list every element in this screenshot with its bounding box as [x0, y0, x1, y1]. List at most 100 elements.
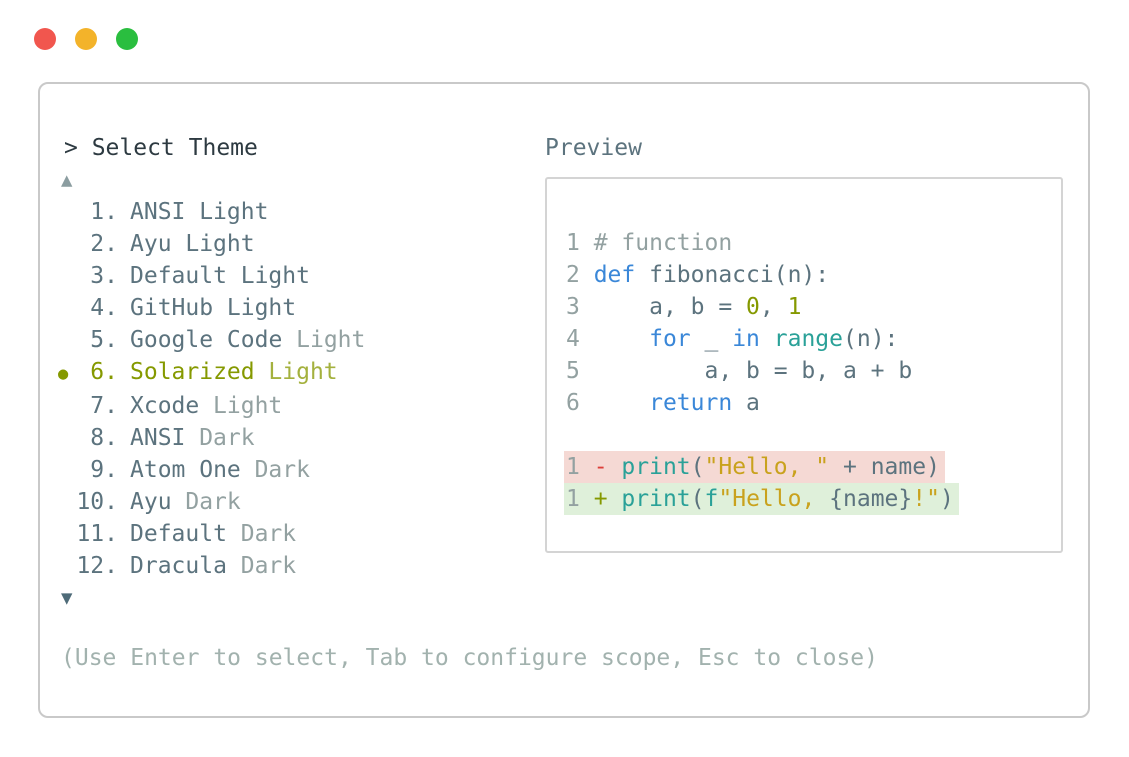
diff-highlight: 1 - print("Hello, " + name) — [564, 451, 945, 483]
theme-name: Ayu — [130, 231, 172, 257]
theme-number: 4. — [90, 295, 118, 321]
diff-block: 1 - print("Hello, " + name)1 + print(f"H… — [564, 451, 1061, 515]
code-token: 6 — [566, 390, 594, 416]
code-token: !" — [912, 486, 940, 512]
code-token: 2 — [566, 262, 594, 288]
theme-name: Google Code — [130, 327, 283, 353]
theme-number: 1. — [90, 199, 118, 225]
code-token: def — [593, 262, 636, 288]
code-token — [594, 326, 649, 352]
scroll-up-icon[interactable]: ▲ — [61, 169, 73, 191]
code-token: , — [759, 294, 788, 320]
theme-variant: Dark — [240, 553, 297, 579]
code-line: 1 # function — [566, 227, 1061, 259]
diff-removed-line: 1 - print("Hello, " + name) — [564, 451, 1061, 483]
theme-number: 9. — [90, 457, 118, 483]
code-line: 4 for _ in range(n): — [566, 323, 1061, 355]
code-token: + name) — [829, 454, 940, 480]
code-token: "Hello, " — [704, 454, 830, 480]
code-token: 1 — [566, 486, 594, 512]
code-token: 0 — [746, 294, 760, 320]
theme-list-item[interactable]: 4. GitHub Light — [58, 292, 534, 324]
diff-highlight: 1 + print(f"Hello, {name}!") — [564, 483, 959, 515]
theme-variant: Light — [296, 327, 366, 353]
code-token: 1 — [787, 294, 802, 320]
code-token: range — [773, 326, 843, 352]
code-line: 3 a, b = 0, 1 — [566, 291, 1061, 323]
code-token: {name} — [829, 486, 913, 512]
preview-heading: Preview — [545, 135, 642, 161]
code-token: 3 — [566, 294, 594, 320]
scroll-down-icon[interactable]: ▼ — [61, 587, 73, 609]
close-button[interactable] — [34, 28, 56, 50]
code-token: 1 — [566, 454, 594, 480]
theme-variant: Light — [185, 231, 255, 257]
theme-number: 11. — [76, 521, 118, 547]
theme-number: 7. — [90, 393, 118, 419]
theme-variant: Light — [226, 295, 297, 321]
theme-name: Default — [130, 521, 227, 547]
code-token: f — [704, 486, 719, 512]
code-token: a, b = b, a + b — [593, 358, 913, 384]
code-token: ( — [690, 454, 705, 480]
theme-list-item[interactable]: 10. Ayu Dark — [58, 486, 534, 518]
theme-number: 6. — [90, 359, 118, 385]
theme-list-item[interactable]: 8. ANSI Dark — [58, 422, 534, 454]
blank-line — [566, 419, 1061, 451]
theme-number: 10. — [76, 489, 118, 515]
theme-name: Xcode — [130, 393, 200, 419]
theme-name: ANSI — [130, 425, 186, 451]
theme-name: Ayu — [130, 489, 172, 515]
code-token: "Hello, — [718, 486, 830, 512]
code-line: 5 a, b = b, a + b — [566, 355, 1061, 387]
theme-list-item[interactable]: 5. Google Code Light — [58, 324, 534, 356]
code-token: _ — [690, 326, 733, 352]
code-line: 6 return a — [566, 387, 1061, 419]
code-token: in — [732, 326, 760, 352]
code-token: - — [593, 454, 608, 480]
theme-number: 3. — [90, 263, 118, 289]
code-token: 1 — [566, 230, 594, 256]
code-token: a — [732, 390, 760, 416]
code-token: (n): — [843, 326, 899, 352]
window-controls — [34, 28, 138, 50]
theme-variant: Light — [199, 199, 269, 225]
theme-variant: Dark — [199, 425, 255, 451]
theme-list-item[interactable]: 7. Xcode Light — [58, 390, 534, 422]
minimize-button[interactable] — [75, 28, 97, 50]
code-token — [760, 326, 774, 352]
code-token: # function — [593, 230, 733, 256]
theme-number: 5. — [90, 327, 118, 353]
code-token: ( — [690, 486, 705, 512]
code-line: 2 def fibonacci(n): — [566, 259, 1061, 291]
theme-name: Default — [130, 263, 227, 289]
code-token: print — [621, 486, 691, 512]
code-token: 5 — [566, 358, 594, 384]
code-token — [608, 454, 622, 480]
code-token: return — [649, 390, 733, 416]
theme-list-item[interactable]: 11. Default Dark — [58, 518, 534, 550]
theme-variant: Light — [213, 393, 283, 419]
theme-name: ANSI — [130, 199, 186, 225]
theme-variant: Dark — [240, 521, 297, 547]
selected-bullet-icon: ● — [58, 364, 69, 384]
code-token: + — [593, 486, 608, 512]
maximize-button[interactable] — [116, 28, 138, 50]
theme-list-item[interactable]: 1. ANSI Light — [58, 196, 534, 228]
code-token: 4 — [566, 326, 594, 352]
theme-name: GitHub — [130, 295, 214, 321]
theme-number: 8. — [90, 425, 118, 451]
diff-added-line: 1 + print(f"Hello, {name}!") — [564, 483, 1061, 515]
code-token: for — [649, 326, 691, 352]
theme-name: Dracula — [130, 553, 227, 579]
theme-variant: Dark — [185, 489, 241, 515]
